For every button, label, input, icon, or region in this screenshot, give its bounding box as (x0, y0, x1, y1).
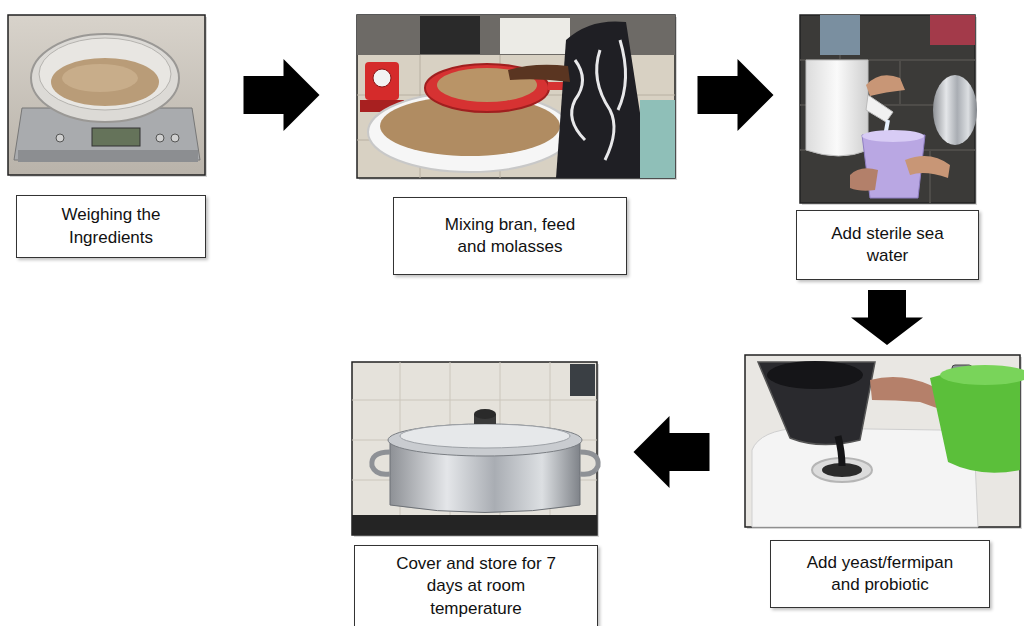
photo-pouring-water (800, 15, 977, 205)
photo-pouring-yeast (745, 355, 1024, 529)
step-label: Weighing the Ingredients (25, 204, 197, 248)
photo-weighing (8, 15, 207, 177)
photo-mixing (357, 15, 677, 180)
step-node: Add sterile sea water (796, 15, 979, 280)
caption-box: Add yeast/fermipan and probiotic (770, 540, 990, 608)
block-arrow (634, 416, 710, 488)
caption-box: Weighing the Ingredients (16, 195, 206, 258)
caption-box: Add sterile sea water (796, 210, 979, 280)
photo-pot (352, 362, 599, 537)
step-node: Cover and store for 7 days at room tempe… (352, 362, 598, 626)
step-node: Weighing the Ingredients (8, 15, 206, 258)
step-label: Cover and store for 7 days at room tempe… (391, 553, 561, 619)
block-arrow (244, 59, 320, 131)
step-label: Mixing bran, feed and molasses (430, 214, 590, 258)
block-arrow (698, 59, 774, 131)
step-node: Add yeast/fermipan and probiotic (745, 355, 1020, 608)
caption-box: Cover and store for 7 days at room tempe… (354, 545, 598, 626)
caption-box: Mixing bran, feed and molasses (393, 197, 627, 275)
step-node: Mixing bran, feed and molasses (357, 15, 675, 275)
step-label: Add sterile sea water (818, 223, 958, 267)
step-label: Add yeast/fermipan and probiotic (795, 552, 965, 596)
block-arrow (851, 290, 923, 345)
